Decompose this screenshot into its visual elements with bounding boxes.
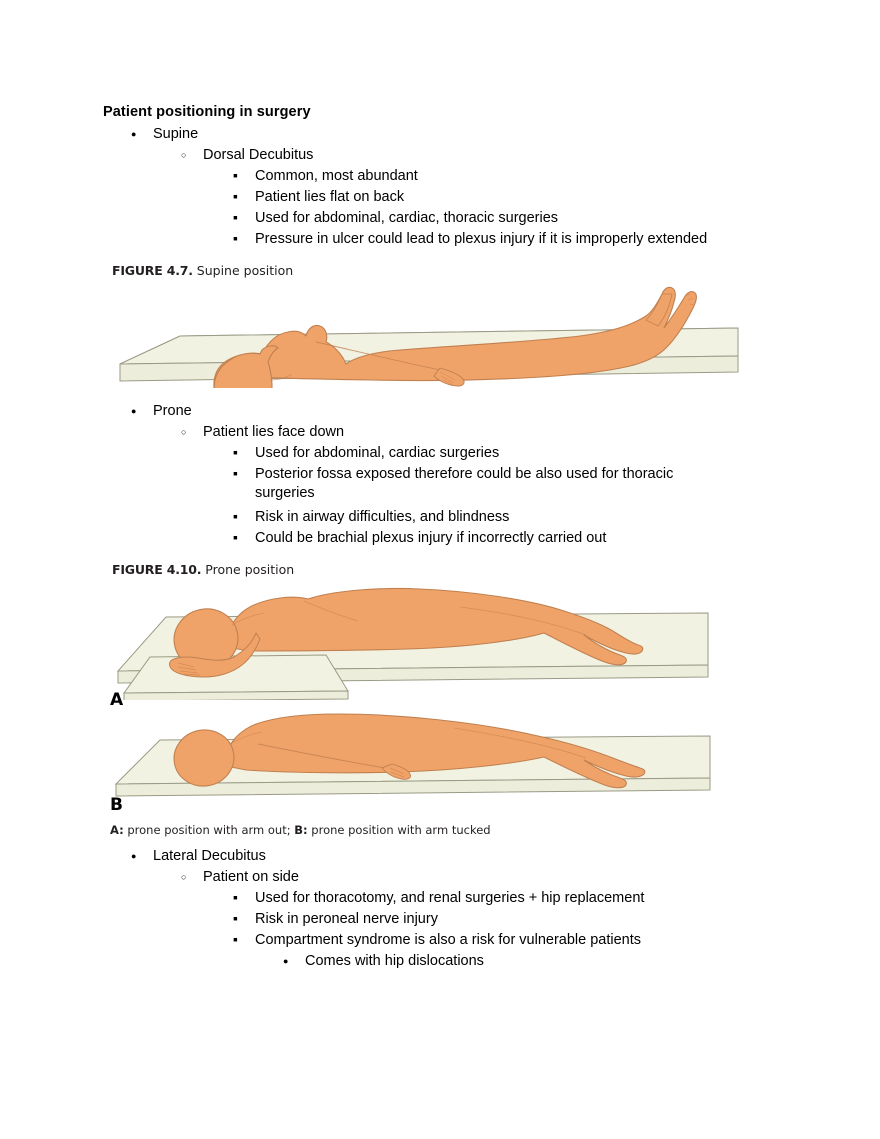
list-item: Risk in airway difficulties, and blindne…	[233, 508, 509, 527]
figure-caption-title: Supine position	[192, 263, 294, 278]
list-item-label: Used for thoracotomy, and renal surgerie…	[255, 890, 645, 906]
list-item: Prone	[131, 402, 192, 421]
bullet-circle-icon	[181, 868, 203, 889]
subcaption-key-b: B:	[294, 823, 308, 837]
bullet-square-icon	[233, 230, 255, 249]
figure-caption-number: FIGURE 4.10.	[112, 562, 202, 577]
list-item-label: Compartment syndrome is also a risk for …	[255, 932, 642, 948]
figure-caption-number: FIGURE 4.7.	[112, 263, 193, 278]
bullet-square-icon	[233, 508, 255, 527]
bullet-disc-icon	[283, 952, 305, 973]
bullet-square-icon	[233, 167, 255, 186]
list-item-label: Patient on side	[203, 869, 299, 885]
list-item: Supine	[131, 125, 198, 144]
list-item: Used for abdominal, cardiac, thoracic su…	[233, 209, 558, 228]
figure-supine-illustration	[110, 280, 750, 388]
figure-prone-panel-a-illustration	[108, 585, 728, 700]
figure-panel-label-a: A	[110, 690, 124, 710]
list-item: Risk in peroneal nerve injury	[233, 910, 438, 929]
bullet-circle-icon	[181, 146, 203, 167]
list-item-label: Lateral Decubitus	[153, 848, 266, 864]
list-item-label: Could be brachial plexus injury if incor…	[255, 530, 607, 546]
bullet-disc-icon	[131, 402, 153, 423]
bullet-square-icon	[233, 910, 255, 929]
page-title: Patient positioning in surgery	[103, 104, 311, 120]
bullet-square-icon	[233, 529, 255, 548]
figure-subcaption-prone: A: prone position with arm out; B: prone…	[110, 823, 491, 837]
list-item: Pressure in ulcer could lead to plexus i…	[233, 230, 707, 249]
bullet-square-icon	[233, 444, 255, 463]
list-item: Patient lies face down	[181, 423, 344, 442]
subcaption-text-b: prone position with arm tucked	[307, 823, 491, 837]
figure-caption-prone: FIGURE 4.10. Prone position	[112, 562, 294, 577]
bullet-disc-icon	[131, 125, 153, 146]
list-item: Comes with hip dislocations	[283, 952, 484, 971]
list-item-label: Supine	[153, 126, 199, 142]
list-item: Used for abdominal, cardiac surgeries	[233, 444, 499, 463]
list-item-label: Common, most abundant	[255, 168, 418, 184]
list-item-label: Patient lies flat on back	[255, 189, 405, 205]
list-item: Patient lies flat on back	[233, 188, 404, 207]
figure-panel-label-b: B	[110, 795, 123, 815]
bullet-square-icon	[233, 931, 255, 950]
list-item: Patient on side	[181, 868, 299, 887]
figure-caption-supine: FIGURE 4.7. Supine position	[112, 263, 293, 278]
subcaption-text-a: prone position with arm out;	[123, 823, 295, 837]
bullet-circle-icon	[181, 423, 203, 444]
bullet-square-icon	[233, 465, 255, 484]
subcaption-key-a: A:	[110, 823, 124, 837]
figure-prone-panel-b-illustration	[108, 710, 728, 805]
list-item-label: Pressure in ulcer could lead to plexus i…	[255, 231, 708, 247]
bullet-square-icon	[233, 209, 255, 228]
bullet-disc-icon	[131, 847, 153, 868]
list-item: Dorsal Decubitus	[181, 146, 313, 165]
list-item: Posterior fossa exposed therefore could …	[233, 465, 703, 503]
list-item-label: Comes with hip dislocations	[305, 953, 484, 969]
list-item: Common, most abundant	[233, 167, 418, 186]
list-item: Compartment syndrome is also a risk for …	[233, 931, 641, 950]
figure-caption-title: Prone position	[201, 562, 295, 577]
bullet-square-icon	[233, 188, 255, 207]
list-item-label: Patient lies face down	[203, 424, 345, 440]
list-item-label: Used for abdominal, cardiac, thoracic su…	[255, 210, 559, 226]
list-item-label: Used for abdominal, cardiac surgeries	[255, 445, 500, 461]
list-item-label: Dorsal Decubitus	[203, 147, 314, 163]
list-item-label: Risk in peroneal nerve injury	[255, 911, 438, 927]
list-item-label: Prone	[153, 403, 192, 419]
list-item-label: Posterior fossa exposed therefore could …	[255, 466, 674, 501]
list-item: Could be brachial plexus injury if incor…	[233, 529, 606, 548]
list-item: Used for thoracotomy, and renal surgerie…	[233, 889, 644, 908]
list-item: Lateral Decubitus	[131, 847, 266, 866]
list-item-label: Risk in airway difficulties, and blindne…	[255, 509, 510, 525]
bullet-square-icon	[233, 889, 255, 908]
